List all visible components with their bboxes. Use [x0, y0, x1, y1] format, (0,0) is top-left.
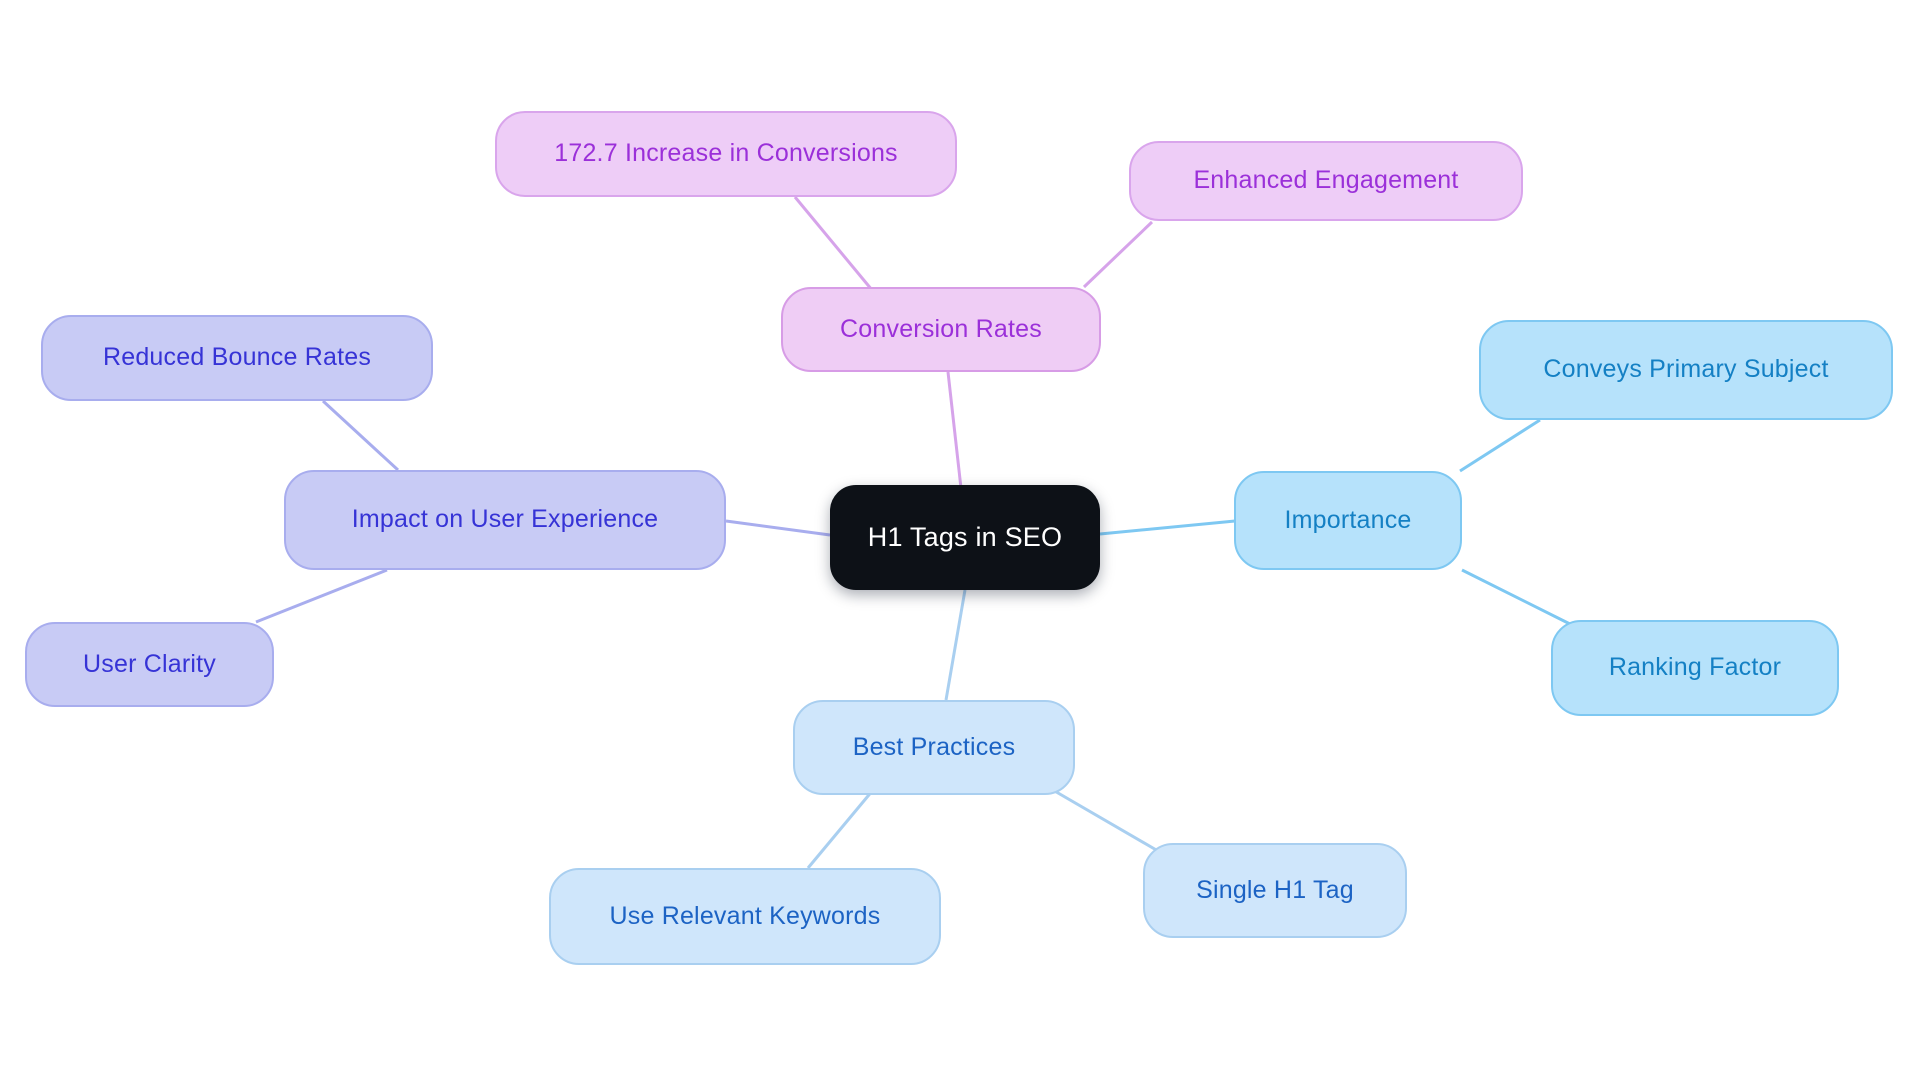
node-conversion-rates[interactable]: Conversion Rates	[781, 287, 1101, 372]
node-label: Use Relevant Keywords	[609, 901, 881, 930]
node-label: H1 Tags in SEO	[867, 521, 1063, 552]
node-label: Impact on User Experience	[351, 505, 659, 534]
node-label: Enhanced Engagement	[1193, 166, 1459, 195]
node-importance[interactable]: Importance	[1234, 471, 1462, 570]
node-label: Conveys Primary Subject	[1543, 355, 1829, 384]
node-label: Reduced Bounce Rates	[102, 343, 372, 372]
edge-conversion-rates-to-increase-in-conversions	[793, 196, 874, 291]
edge-root-to-impact-on-user-experience	[725, 519, 831, 537]
edge-conversion-rates-to-enhanced-engagement	[1082, 220, 1154, 289]
node-label: Importance	[1284, 505, 1412, 534]
edge-root-to-conversion-rates	[946, 371, 964, 498]
node-label: User Clarity	[83, 649, 216, 678]
node-label: Best Practices	[852, 732, 1016, 761]
node-conveys-primary-subject[interactable]: Conveys Primary Subject	[1479, 320, 1893, 420]
node-root-h1-tags-in-seo[interactable]: H1 Tags in SEO	[830, 485, 1100, 590]
node-user-clarity[interactable]: User Clarity	[25, 622, 274, 707]
edge-importance-to-conveys-primary-subject	[1459, 418, 1541, 473]
node-impact-on-user-experience[interactable]: Impact on User Experience	[284, 470, 726, 570]
node-label: Ranking Factor	[1608, 653, 1782, 682]
node-label: Single H1 Tag	[1196, 875, 1354, 904]
edge-impact-to-reduced-bounce-rates	[321, 399, 400, 472]
node-ranking-factor[interactable]: Ranking Factor	[1551, 620, 1839, 716]
edge-best-practices-to-use-relevant-keywords	[806, 789, 875, 869]
node-label: 172.7 Increase in Conversions	[554, 139, 898, 168]
edge-best-practices-to-single-h1-tag	[1045, 784, 1159, 853]
node-reduced-bounce-rates[interactable]: Reduced Bounce Rates	[41, 315, 433, 401]
edge-impact-to-user-clarity	[255, 568, 388, 624]
node-enhanced-engagement[interactable]: Enhanced Engagement	[1129, 141, 1523, 221]
node-best-practices[interactable]: Best Practices	[793, 700, 1075, 795]
node-increase-in-conversions[interactable]: 172.7 Increase in Conversions	[495, 111, 957, 197]
edge-importance-to-ranking-factor	[1461, 568, 1571, 626]
node-single-h1-tag[interactable]: Single H1 Tag	[1143, 843, 1407, 938]
node-use-relevant-keywords[interactable]: Use Relevant Keywords	[549, 868, 941, 965]
edge-root-to-importance	[1099, 519, 1236, 536]
node-label: Conversion Rates	[840, 314, 1042, 343]
edge-root-to-best-practices	[944, 589, 967, 701]
